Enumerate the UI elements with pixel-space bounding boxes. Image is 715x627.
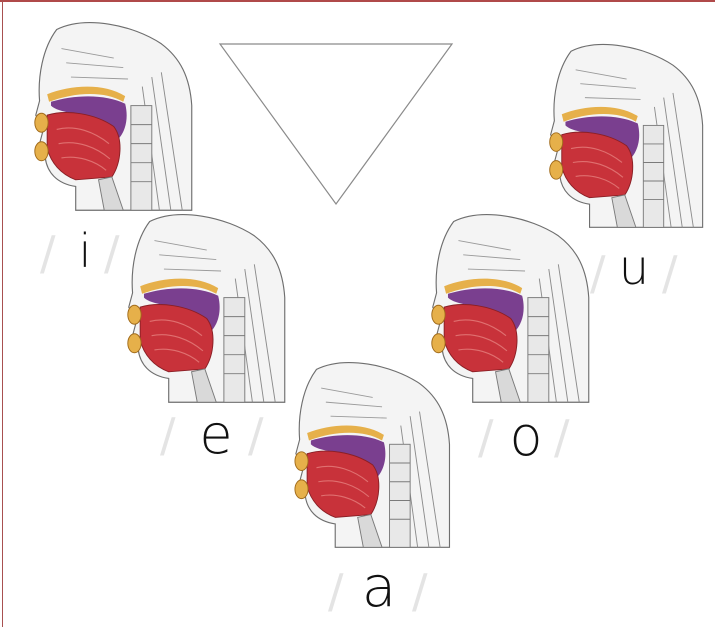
vowel-label-a: a xyxy=(356,560,402,616)
vowel-triangle xyxy=(218,42,454,207)
slash-right-u: / xyxy=(662,250,678,296)
slash-left-o: / xyxy=(478,414,494,460)
slash-left-e: / xyxy=(160,412,176,458)
head-illustration-i xyxy=(14,20,204,215)
vowel-label-u: u xyxy=(614,244,654,292)
vowel-label-o: o xyxy=(504,410,548,464)
head-illustration-a xyxy=(278,360,458,552)
head-illustration-e xyxy=(104,212,300,407)
slash-right-e: / xyxy=(248,412,264,458)
slash-right-o: / xyxy=(554,414,570,460)
slash-left-a: / xyxy=(328,568,344,614)
frame-border-left xyxy=(2,0,3,627)
slash-right-a: / xyxy=(412,568,428,614)
head-illustration-u xyxy=(532,42,712,232)
frame-border-top xyxy=(0,0,715,2)
vowel-label-i: i xyxy=(70,228,100,274)
vowel-label-e: e xyxy=(190,408,242,462)
slash-left-i: / xyxy=(40,230,56,276)
